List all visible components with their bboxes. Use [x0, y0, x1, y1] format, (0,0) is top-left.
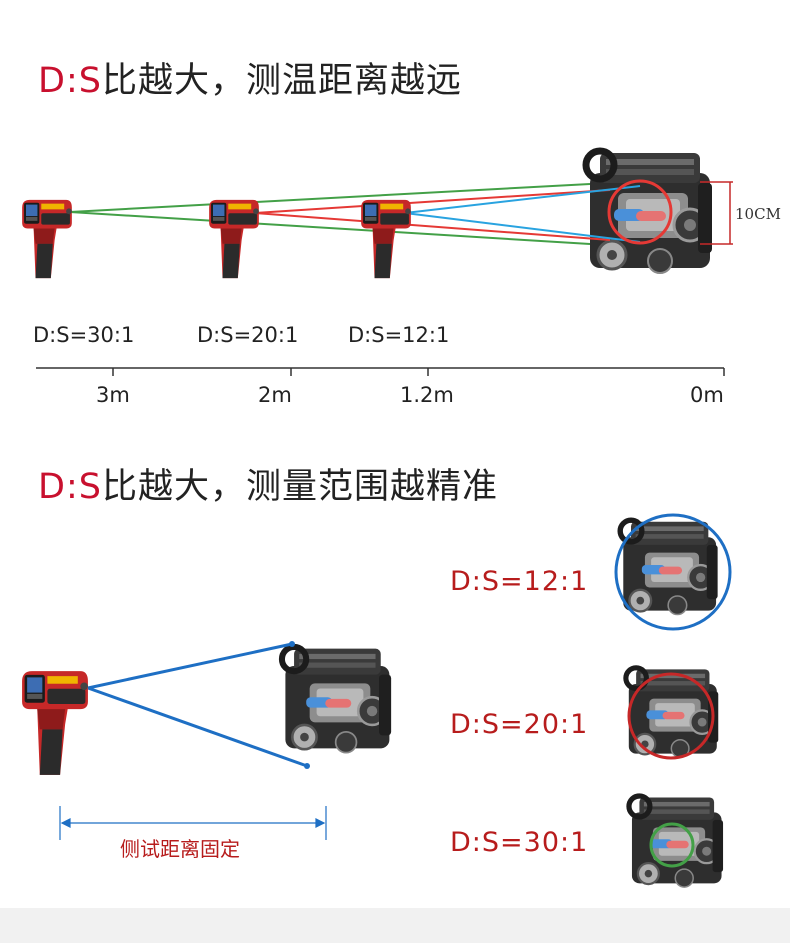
ratio-label-20-1: D:S=20:1: [197, 323, 299, 347]
spot-circle-12-1: [614, 513, 732, 631]
thermometer-gun-3: [361, 199, 411, 279]
section2-title-text: 比越大，测量范围越精准: [101, 467, 498, 507]
measurement-beam: [87, 642, 308, 768]
section1-title: D:S比越大，测温距离越远: [38, 52, 462, 103]
distance-label-0m: 0m: [690, 383, 724, 407]
distance-label-3m: 3m: [96, 383, 130, 407]
ratio2-label-20-1: D:S=20:1: [450, 709, 589, 740]
distance-label-1-2m: 1.2m: [400, 383, 454, 407]
engine-image-30-1: [629, 796, 723, 887]
section2-title-ds: D:S: [38, 467, 102, 507]
spot-circle-20-1: [627, 672, 715, 760]
precision-diagram: [22, 513, 732, 900]
spot-bracket: [700, 181, 733, 245]
footer-bar: [0, 908, 790, 943]
engine-image-1: [586, 151, 712, 273]
engine-image-12-1: [620, 520, 717, 614]
beam-12-1: [404, 185, 641, 243]
section2-title: D:S比越大，测量范围越精准: [38, 458, 498, 509]
section1-title-ds: D:S: [38, 61, 102, 101]
thermometer-gun-2: [209, 199, 259, 279]
distance-label-2m: 2m: [258, 383, 292, 407]
ratio2-label-12-1: D:S=12:1: [450, 566, 589, 597]
spot-size-label: 10CM: [735, 205, 781, 223]
thermometer-gun-1: [22, 199, 72, 279]
engine-image-2: [282, 647, 391, 753]
distance-diagram: [22, 130, 733, 376]
distance-axis: [36, 367, 725, 376]
ratio-label-30-1: D:S=30:1: [33, 323, 135, 347]
fixed-distance-label: 侧试距离固定: [120, 837, 240, 861]
beam-30-1: [69, 183, 591, 245]
spot-circle-1: [607, 179, 673, 245]
section1-title-text: 比越大，测温距离越远: [101, 61, 462, 101]
ratio-label-12-1: D:S=12:1: [348, 323, 450, 347]
fixed-distance-bracket: [59, 806, 327, 840]
ratio2-label-30-1: D:S=30:1: [450, 827, 589, 858]
thermometer-gun-main: [22, 671, 88, 775]
beam-20-1: [254, 189, 611, 241]
spot-circle-30-1: [649, 822, 695, 868]
